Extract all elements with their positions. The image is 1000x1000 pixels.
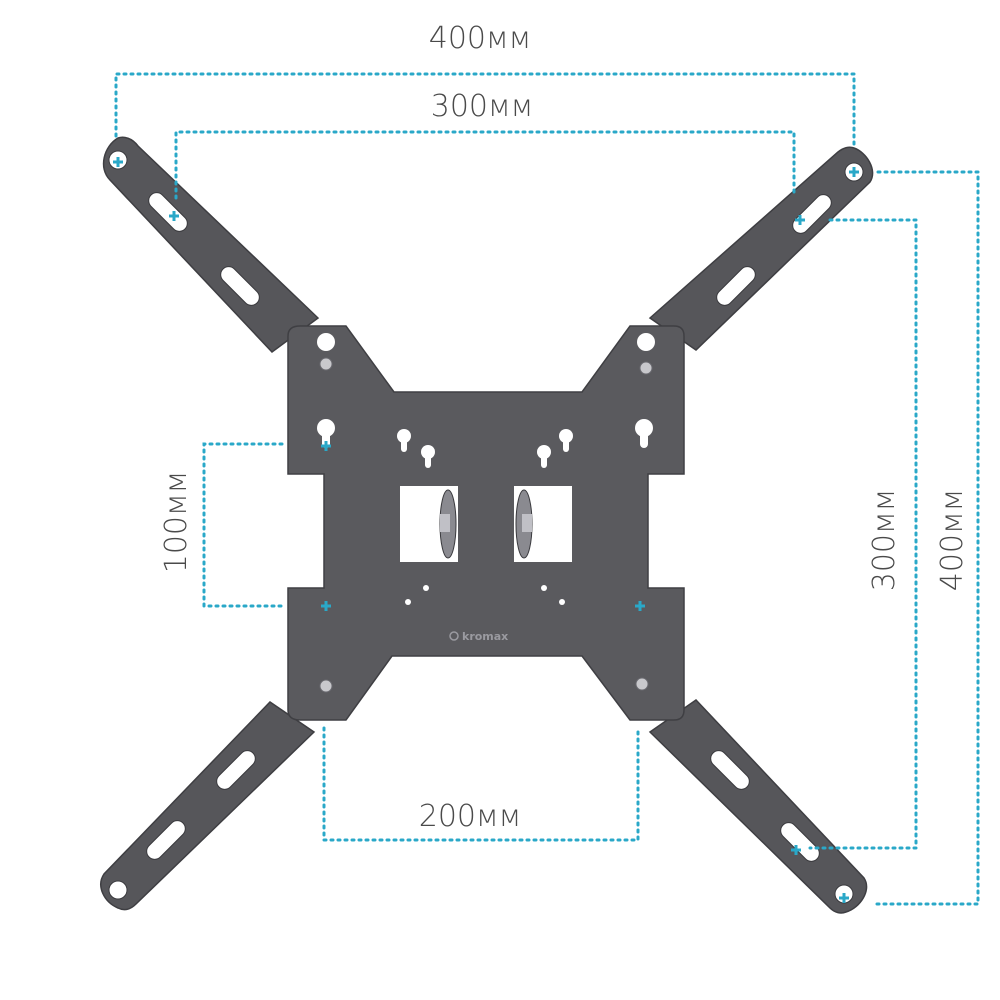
dimension-labels: 400мм 300мм 100мм 200мм 300мм 400мм xyxy=(159,21,970,834)
plus-marker-icon xyxy=(635,601,645,611)
plus-marker-icon xyxy=(849,167,859,177)
bolt-icon xyxy=(319,679,333,693)
bolts xyxy=(319,357,653,693)
brand-name: kromax xyxy=(462,630,508,643)
dim-label-top-outer: 400мм xyxy=(429,21,532,56)
bolt-icon xyxy=(319,357,333,371)
mounting-plate xyxy=(287,325,685,721)
dim-line-bottom xyxy=(322,726,640,842)
plus-marker-icon xyxy=(113,157,123,167)
arm-top-right xyxy=(648,146,874,351)
dim-label-bottom: 200мм xyxy=(419,799,522,834)
dim-label-left: 100мм xyxy=(159,471,194,574)
dim-label-right-inner: 300мм xyxy=(867,489,902,592)
bolt-icon xyxy=(635,677,649,691)
dimension-lines xyxy=(114,72,980,906)
arm-bottom-right xyxy=(648,699,868,914)
arm-slots xyxy=(108,150,864,904)
plus-marker-icon xyxy=(791,845,801,855)
bolt-icon xyxy=(639,361,653,375)
dim-line-top-outer xyxy=(114,72,856,148)
dim-line-right-inner xyxy=(808,218,918,850)
dim-label-top-inner: 300мм xyxy=(431,89,534,124)
dim-line-top-inner xyxy=(174,130,796,200)
plus-marker-icon xyxy=(321,601,331,611)
tilt-pivots xyxy=(439,489,533,559)
plus-marker-icon xyxy=(321,441,331,451)
logo-icon xyxy=(449,631,459,641)
dim-line-right-outer xyxy=(870,170,980,906)
dim-line-left xyxy=(202,442,284,608)
arm-bottom-left xyxy=(100,701,316,911)
mount-point-markers xyxy=(113,157,859,903)
plus-marker-icon xyxy=(169,211,179,221)
plus-marker-icon xyxy=(795,215,805,225)
dim-label-right-outer: 400мм xyxy=(935,489,970,592)
arm-top-left xyxy=(102,136,320,353)
plus-marker-icon xyxy=(839,893,849,903)
brand-logo: kromax xyxy=(449,630,508,643)
bracket-arms xyxy=(100,136,874,914)
